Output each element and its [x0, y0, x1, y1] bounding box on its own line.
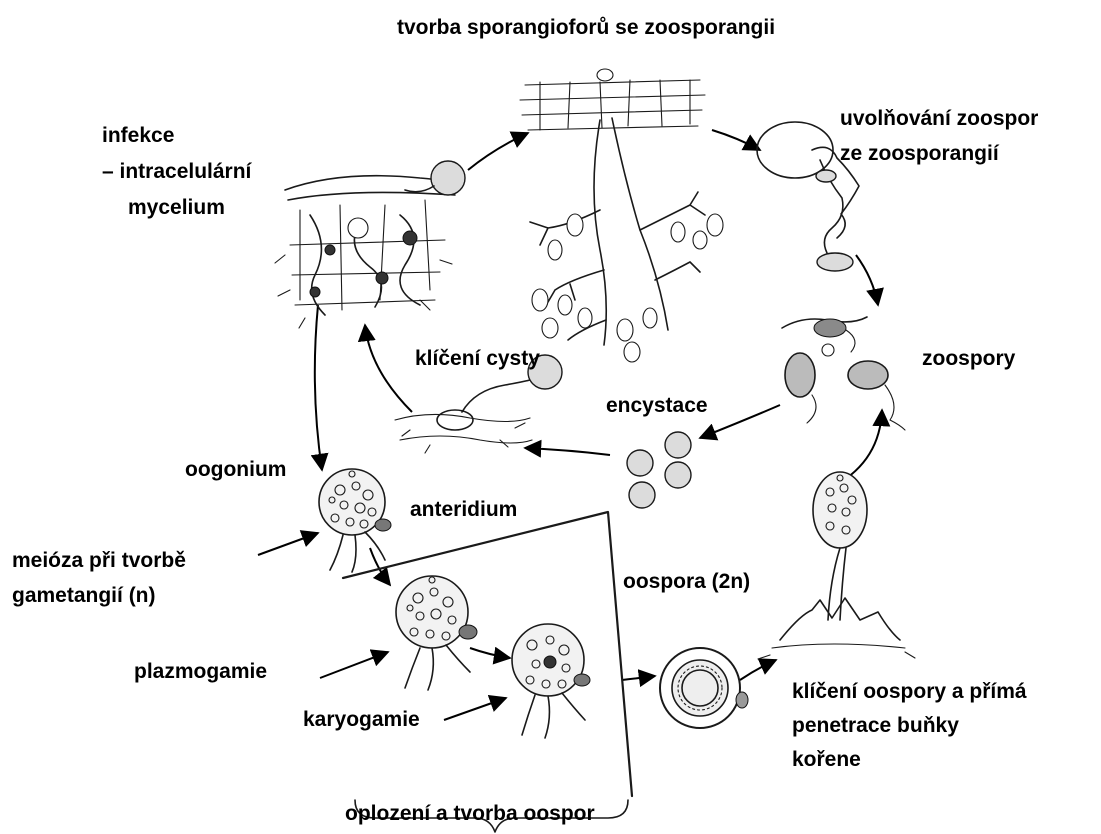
label-infection: infekce: [102, 122, 174, 149]
encystment-illustration: [627, 432, 691, 508]
arrow-zoospores-to-encystment: [700, 405, 780, 438]
label-oospore-germination-line3: kořene: [792, 746, 861, 773]
arrow-oospore-to-germination: [740, 660, 776, 680]
label-meiosis: meióza při tvorbě: [12, 547, 186, 574]
arrow-infection-to-sporangiophores: [468, 133, 528, 170]
infection-tissue-illustration: [275, 161, 465, 328]
label-infection-line2: – intracelulární: [102, 158, 251, 185]
label-oospore-germination-line2: penetrace buňky: [792, 712, 959, 739]
oospore-illustration: [660, 648, 748, 728]
sporangiophore-illustration: [520, 69, 723, 362]
arrow-release-to-zoospores: [856, 255, 878, 305]
label-sporangiophores: tvorba sporangioforů se zoosporangii: [397, 14, 775, 41]
pointer-meiosis: [258, 533, 318, 555]
pointer-plasmogamy: [320, 652, 388, 678]
arrow-infection-to-oogonium: [315, 305, 322, 470]
pointer-karyogamy: [444, 698, 506, 720]
label-oospore: oospora (2n): [623, 568, 750, 595]
label-infection-line3: mycelium: [128, 194, 225, 221]
karyogamy-illustration: [512, 624, 590, 738]
label-karyogamy: karyogamie: [303, 706, 420, 733]
label-oogonium: oogonium: [185, 456, 286, 483]
arrow-karyogamy-to-oospore: [622, 676, 655, 680]
label-meiosis-line2: gametangií (n): [12, 582, 156, 609]
arrow-plasmogamy-to-karyogamy: [470, 648, 510, 658]
oospore-germination-illustration: [758, 472, 915, 659]
arrow-encystment-to-cyst: [525, 448, 610, 455]
label-antheridium: anteridium: [410, 496, 517, 523]
label-encystment: encystace: [606, 392, 708, 419]
oogonium-illustration: [319, 469, 391, 572]
label-fertilization: oplození a tvorba oospor: [345, 800, 595, 827]
arrow-cyst-to-infection: [365, 325, 412, 412]
label-zoospores: zoospory: [922, 345, 1015, 372]
label-plasmogamy: plazmogamie: [134, 658, 267, 685]
label-cyst-germination: klíčení cysty: [415, 345, 540, 372]
label-zoospore-release: uvolňování zoospor: [840, 105, 1038, 132]
zoospores-illustration: [782, 317, 905, 430]
label-oospore-germination: klíčení oospory a přímá: [792, 678, 1027, 705]
label-zoospore-release-line2: ze zoosporangií: [840, 140, 999, 167]
plasmogamy-illustration: [396, 576, 477, 690]
arrow-sporangiophores-to-release: [712, 130, 760, 150]
